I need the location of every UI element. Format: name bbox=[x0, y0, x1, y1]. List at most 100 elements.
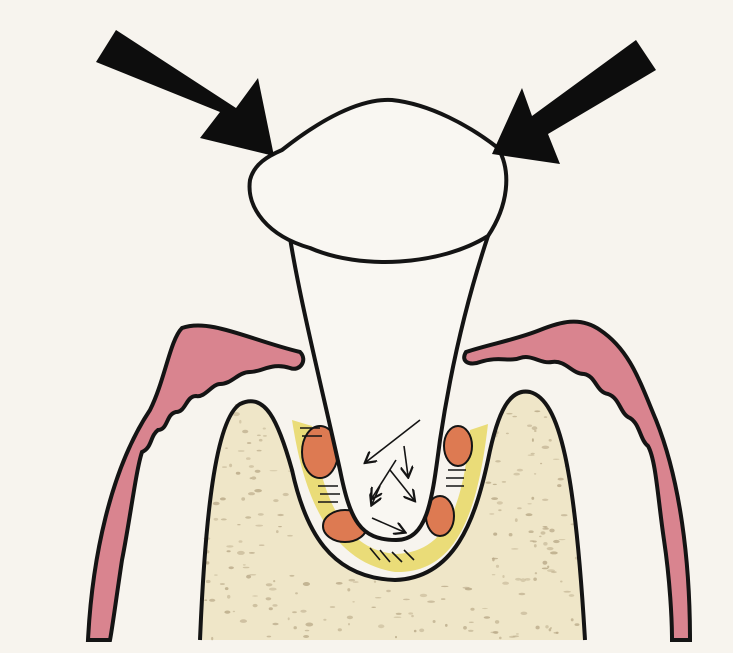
trabecula-speck bbox=[338, 628, 342, 631]
trabecula-speck bbox=[528, 454, 535, 456]
trabecula-speck bbox=[272, 604, 277, 607]
trabecula-speck bbox=[283, 493, 289, 496]
trabecula-speck bbox=[468, 630, 474, 632]
trabecula-speck bbox=[433, 620, 436, 623]
trabecula-speck bbox=[549, 439, 552, 442]
trabecula-speck bbox=[206, 580, 211, 583]
trabecula-speck bbox=[543, 561, 548, 565]
trabecula-speck bbox=[531, 497, 534, 500]
trabecula-speck bbox=[411, 615, 414, 617]
trabecula-speck bbox=[544, 416, 547, 418]
trabecula-speck bbox=[516, 633, 519, 635]
trabecula-speck bbox=[515, 578, 521, 581]
trabecula-speck bbox=[575, 623, 580, 626]
trabecula-speck bbox=[499, 637, 502, 640]
trabecula-speck bbox=[248, 492, 255, 495]
trabecula-speck bbox=[543, 542, 547, 546]
trabecula-speck bbox=[243, 567, 250, 569]
trabecula-speck bbox=[529, 530, 534, 533]
trabecula-speck bbox=[502, 575, 504, 578]
trabecula-speck bbox=[233, 611, 235, 612]
trabecula-speck bbox=[549, 628, 552, 631]
trabecula-speck bbox=[517, 507, 522, 509]
trabecula-speck bbox=[269, 607, 273, 610]
trabecula-speck bbox=[470, 608, 474, 611]
trabecula-speck bbox=[211, 637, 213, 640]
trabecula-speck bbox=[374, 581, 376, 583]
trabecula-speck bbox=[225, 447, 228, 449]
trabecula-speck bbox=[553, 459, 560, 460]
trabecula-speck bbox=[305, 630, 310, 632]
trabecula-speck bbox=[547, 569, 555, 572]
trabecula-speck bbox=[396, 613, 402, 615]
trabecula-speck bbox=[509, 533, 513, 536]
trabecula-speck bbox=[463, 587, 470, 589]
trabecula-speck bbox=[534, 410, 540, 412]
trabecula-speck bbox=[225, 587, 229, 590]
trabecula-speck bbox=[502, 481, 506, 483]
tooth-crown bbox=[250, 100, 507, 262]
trabecula-speck bbox=[408, 612, 413, 614]
trabecula-speck bbox=[263, 435, 267, 437]
trabecula-speck bbox=[222, 466, 227, 467]
trabecula-speck bbox=[378, 624, 384, 628]
trabecula-speck bbox=[273, 499, 278, 502]
trabecula-speck bbox=[534, 544, 537, 547]
trabecula-speck bbox=[536, 626, 540, 630]
trabecula-speck bbox=[469, 622, 474, 623]
trabecula-speck bbox=[259, 439, 263, 442]
trabecula-speck bbox=[300, 610, 306, 613]
trabecula-speck bbox=[557, 484, 561, 487]
trabecula-speck bbox=[542, 528, 549, 530]
trabecula-speck bbox=[243, 564, 246, 565]
trabecula-speck bbox=[542, 446, 550, 449]
trabecula-speck bbox=[209, 599, 215, 602]
trabecula-speck bbox=[289, 575, 294, 577]
trabecula-speck bbox=[463, 626, 467, 630]
trabecula-speck bbox=[441, 598, 446, 599]
trabecula-speck bbox=[535, 572, 537, 574]
trabecula-speck bbox=[245, 516, 251, 519]
trabecula-speck bbox=[224, 611, 230, 614]
trabecula-speck bbox=[292, 611, 297, 613]
trabecula-speck bbox=[534, 430, 537, 432]
trabecula-speck bbox=[441, 586, 449, 587]
trabecula-speck bbox=[259, 545, 265, 546]
trabecula-speck bbox=[255, 525, 263, 527]
trabecula-speck bbox=[560, 581, 563, 583]
trabecula-speck bbox=[542, 568, 549, 570]
trabecula-speck bbox=[336, 582, 343, 585]
trabecula-speck bbox=[229, 566, 234, 569]
trabecula-speck bbox=[251, 476, 256, 479]
trabecula-speck bbox=[239, 540, 243, 543]
trabecula-speck bbox=[303, 582, 310, 586]
occlusal-force-arrow-right bbox=[492, 40, 656, 164]
trabecula-speck bbox=[403, 599, 410, 601]
trabecula-speck bbox=[220, 583, 225, 585]
trabecula-speck bbox=[371, 607, 376, 608]
trabecula-speck bbox=[305, 623, 313, 627]
trabecula-speck bbox=[554, 632, 558, 634]
trabecula-speck bbox=[530, 540, 535, 542]
trabecula-speck bbox=[532, 438, 534, 442]
trabecula-speck bbox=[386, 590, 391, 592]
trabecula-speck bbox=[445, 624, 448, 627]
trabecula-speck bbox=[220, 497, 226, 500]
trabecula-speck bbox=[492, 574, 496, 575]
trabecula-speck bbox=[427, 601, 435, 603]
trabecula-speck bbox=[278, 526, 282, 527]
trabecula-speck bbox=[266, 583, 273, 586]
trabecula-speck bbox=[348, 623, 350, 625]
trabecula-speck bbox=[277, 514, 284, 516]
trabecula-speck bbox=[414, 630, 417, 633]
trabecula-speck bbox=[288, 617, 290, 620]
trabecula-speck bbox=[270, 470, 278, 471]
trabecula-speck bbox=[527, 425, 532, 427]
trabecula-speck bbox=[547, 566, 549, 569]
trabecula-speck bbox=[213, 502, 220, 506]
trabecula-speck bbox=[420, 594, 427, 597]
trabecula-speck bbox=[569, 594, 575, 597]
trabecula-speck bbox=[513, 473, 520, 476]
